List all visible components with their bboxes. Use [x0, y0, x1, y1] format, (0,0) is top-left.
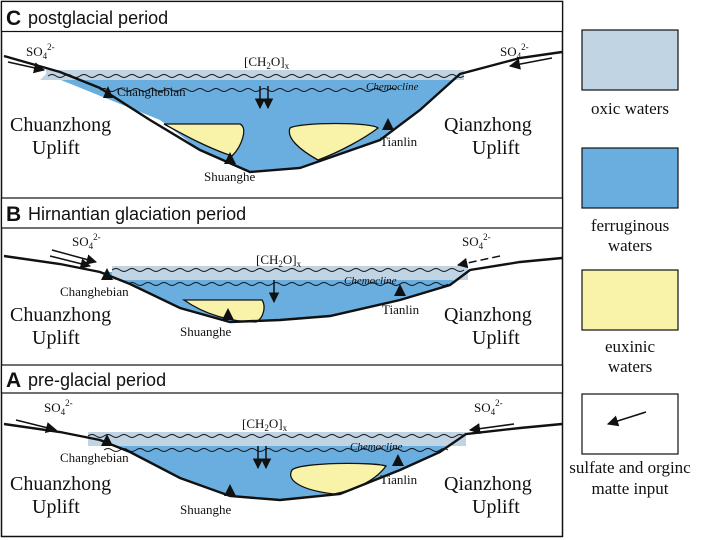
sulfate-input-arrow-right [456, 255, 501, 269]
panel-title: postglacial period [28, 8, 168, 28]
legend-label-input: sulfate and orginc [569, 458, 691, 477]
sulfate-input-arrow-left [15, 419, 58, 433]
region-left: Chuanzhong [10, 304, 111, 326]
region-right: Uplift [472, 137, 520, 159]
legend-swatch-oxic [581, 29, 679, 91]
legend-swatch-ferruginous [581, 147, 679, 209]
region-right: Qianzhong [444, 473, 532, 495]
chemocline-label: Chemocline [366, 81, 419, 93]
region-left: Chuanzhong [10, 114, 111, 136]
panel-c: C postglacial period SO42- SO42- [CH2O]x… [0, 0, 564, 184]
water-surface-wave [111, 268, 465, 272]
basin-profile [3, 254, 563, 324]
panel-b: B Hirnantian glaciation period SO42- SO4… [0, 197, 564, 349]
basin-profile [3, 50, 563, 174]
site-marker [392, 454, 404, 466]
sulfate-input-arrow-right [468, 423, 515, 435]
site-label-bottom: Shuanghe [204, 169, 256, 184]
region-right: Uplift [472, 327, 520, 349]
sulfate-input-arrow-left [7, 61, 46, 74]
panel-a: A pre-glacial period SO42- SO42- [CH2O]x… [0, 364, 564, 518]
sulfate-label-left: SO42- [26, 42, 55, 61]
sulfate-label-right: SO42- [500, 42, 529, 61]
oxic-layer [112, 266, 468, 280]
region-left: Uplift [32, 137, 80, 159]
sulfate-label-left: SO42- [72, 232, 101, 251]
legend: oxic waters ferruginous waters euxinic w… [569, 29, 691, 498]
sulfate-input-arrow-left [51, 249, 98, 265]
site-marker [382, 118, 394, 130]
site-label-right: Tianlin [380, 134, 418, 149]
region-right: Qianzhong [444, 304, 532, 326]
region-right: Uplift [472, 496, 520, 518]
legend-swatch-euxinic [581, 269, 679, 331]
panel-letter: B [6, 203, 21, 226]
site-marker [103, 86, 113, 98]
site-label-bottom: Shuanghe [180, 502, 232, 517]
organic-matter-label: [CH2O]x [242, 416, 288, 433]
region-left: Uplift [32, 496, 80, 518]
site-marker [101, 268, 113, 280]
site-label-right: Tianlin [382, 302, 420, 317]
site-marker [222, 308, 234, 320]
site-label-left: Changhebian [117, 84, 186, 99]
chemocline-label: Chemocline [344, 275, 397, 287]
basin-profile [3, 422, 563, 502]
site-label-left: Changhebian [60, 450, 129, 465]
organic-matter-label: [CH2O]x [256, 252, 302, 269]
site-marker [394, 284, 406, 296]
panel-title-bar [0, 0, 564, 33]
panel-letter: A [6, 369, 21, 392]
legend-label-ferruginous: waters [608, 236, 652, 255]
panel-title-bar [0, 364, 564, 394]
sulfate-input-arrow-right [508, 57, 553, 70]
ferruginous-water [100, 438, 462, 500]
chemocline-wave [99, 88, 397, 92]
panel-title: Hirnantian glaciation period [28, 204, 246, 224]
panel-title: pre-glacial period [28, 370, 166, 390]
water-surface-wave [47, 74, 465, 78]
sulfate-label-right: SO42- [474, 398, 503, 417]
chemocline-wave [127, 282, 449, 286]
panel-title-bar [0, 197, 564, 229]
sulfate-label-right: SO42- [462, 232, 491, 251]
euxinic-water-right [288, 122, 379, 161]
site-marker [224, 152, 236, 164]
oxic-layer [46, 70, 464, 80]
region-right: Qianzhong [444, 114, 532, 136]
legend-label-input: matte input [592, 479, 669, 498]
sulfate-input-arrow-left [49, 255, 92, 269]
site-marker [101, 434, 113, 446]
chemocline-label: Chemocline [350, 441, 403, 453]
legend-label-oxic: oxic waters [591, 99, 669, 118]
oxic-layer [88, 432, 466, 446]
region-left: Uplift [32, 327, 80, 349]
legend-swatch-input [581, 393, 679, 455]
region-left: Chuanzhong [10, 473, 111, 495]
sulfate-label-left: SO42- [44, 398, 73, 417]
legend-label-euxinic: waters [608, 357, 652, 376]
euxinic-water [290, 462, 388, 495]
site-label-right: Tianlin [380, 472, 418, 487]
chemocline-wave [103, 448, 449, 452]
site-label-bottom: Shuanghe [180, 324, 232, 339]
panel-letter: C [6, 7, 21, 30]
legend-label-euxinic: euxinic [605, 337, 655, 356]
site-label-left: Changhebian [60, 284, 129, 299]
arrow-icon [606, 411, 647, 427]
water-surface-wave [87, 434, 465, 438]
site-marker [224, 484, 236, 496]
ferruginous-water [100, 272, 460, 322]
organic-matter-label: [CH2O]x [244, 54, 290, 71]
legend-label-ferruginous: ferruginous [591, 216, 669, 235]
